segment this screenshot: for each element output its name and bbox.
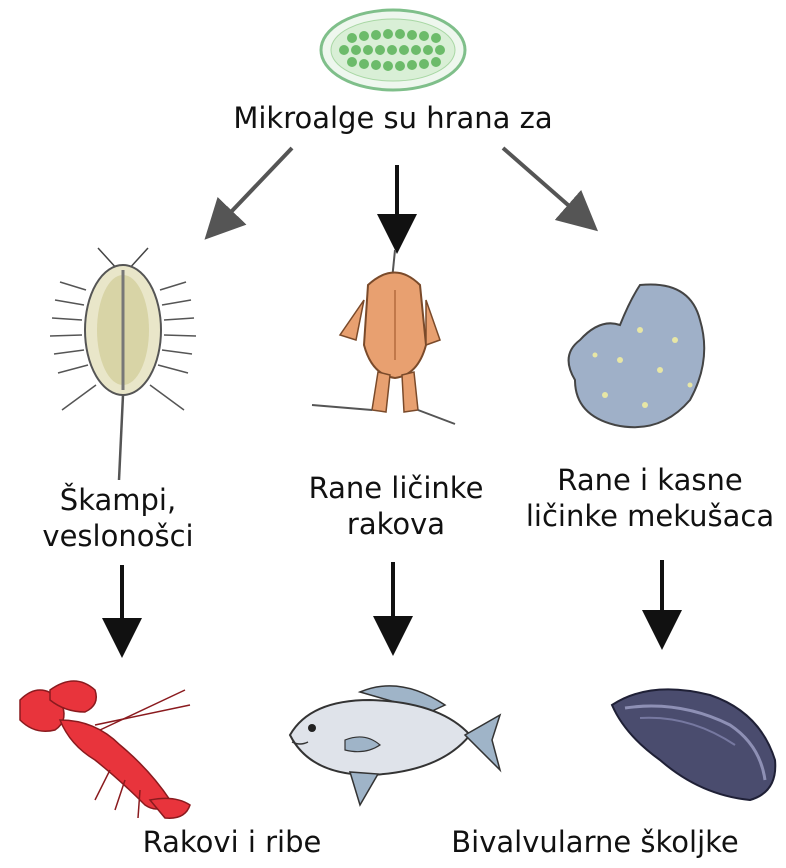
mussel-icon [612,689,775,800]
mollusc-larva-icon [569,284,705,427]
label-crustaceans-fish: Rakovi i ribe [143,824,322,860]
label-microalgae: Mikroalge su hrana za [233,100,552,136]
copepod-icon [50,248,196,480]
label-shrimp-copepods: Škampi, veslonošci [42,482,193,554]
lobster-icon [20,681,190,818]
fish-icon [290,686,500,805]
microalgae-icon [321,10,465,90]
label-mollusc-larvae: Rane i kasne ličinke mekušaca [526,462,774,534]
crab-larva-icon [312,250,455,424]
label-crab-larvae: Rane ličinke rakova [309,470,484,542]
arrow-algae-to-mollusc-larvae [503,148,592,226]
label-bivalves: Bivalvularne školjke [451,824,739,860]
arrow-algae-to-shrimp [210,148,292,234]
